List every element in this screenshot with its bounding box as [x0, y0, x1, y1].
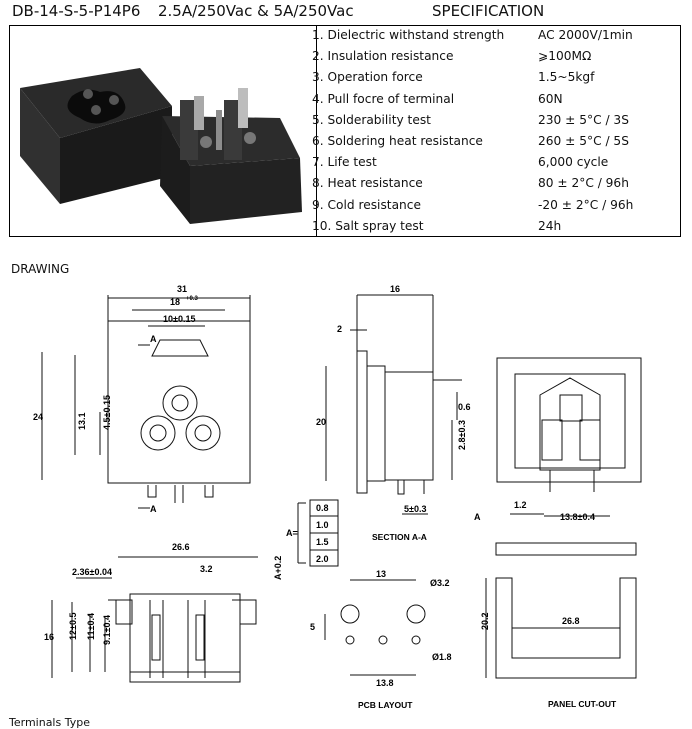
dim-10: 10±0.15: [163, 314, 195, 324]
spec-value: 1.5~5kgf: [538, 70, 595, 85]
spec-name: 1. Dielectric withstand strength: [312, 28, 505, 42]
a-table-box: [297, 499, 339, 567]
spec-name: 3. Operation force: [312, 70, 423, 85]
cut-20-2: 20.2: [480, 612, 490, 630]
spec-name: 7. Life test: [312, 155, 377, 170]
pcb-5: 5: [310, 622, 315, 632]
dim-12: 12±0.5: [68, 613, 78, 640]
dim-20: 20: [316, 417, 326, 427]
product-photo: [20, 68, 302, 224]
spec-value: ⩾100MΩ: [538, 49, 592, 64]
dim-18-tol: +0.3: [186, 296, 199, 302]
dim-31: 31: [177, 284, 187, 294]
pcb-13-8: 13.8: [376, 678, 394, 688]
dim-24: 24: [33, 412, 43, 422]
spec-value: -20 ± 2°C / 96h: [538, 197, 634, 212]
spec-value: 24h: [538, 218, 562, 233]
dim-45: 4.5±0.15: [102, 395, 112, 430]
dim-16: 16: [390, 284, 400, 294]
view-titles: SECTION A-A PCB LAYOUT PANEL CUT-OUT: [358, 532, 617, 710]
a-value-2: 1.5: [316, 537, 329, 547]
title-panel: PANEL CUT-OUT: [548, 699, 617, 709]
spec-title: SPECIFICATION: [432, 2, 545, 20]
back-view: [496, 357, 642, 517]
letter-a-top: A: [150, 334, 157, 344]
a-value-0: 0.8: [316, 503, 329, 513]
rating-text: 2.5A/250Vac & 5A/250Vac: [158, 2, 354, 20]
dim-2-8: 2.8±0.3: [457, 420, 467, 450]
dim-3-2: 3.2: [200, 564, 213, 574]
pcb-3-2: Ø3.2: [430, 578, 450, 588]
dim-0-6: 0.6: [458, 402, 471, 412]
pcb-13: 13: [376, 569, 386, 579]
a-table: A= 0.8 1.0 1.5 2.0: [286, 503, 329, 564]
front-view: [41, 295, 251, 509]
spec-name: 4. Pull focre of terminal: [312, 91, 455, 106]
dimension-labels: 31 18 +0.3 10±0.15 A A 24 13.1 4.5±0.15 …: [33, 284, 595, 688]
drawing-label: DRAWING: [11, 262, 70, 276]
dim-a-tol: A+0.2: [273, 556, 283, 580]
dim-26-6: 26.6: [172, 542, 190, 552]
spec-divider: [316, 26, 317, 236]
spec-name: 9. Cold resistance: [312, 197, 421, 212]
dim-18: 18: [170, 297, 180, 307]
spec-value: 260 ± 5°C / 5S: [538, 134, 629, 148]
spec-value: 80 ± 2°C / 96h: [538, 176, 629, 191]
spec-value: 60N: [538, 91, 563, 106]
side-view: [325, 294, 462, 515]
spec-value: 6,000 cycle: [538, 155, 609, 170]
spec-name: 8. Heat resistance: [312, 176, 423, 191]
dim-2: 2: [337, 324, 342, 334]
dim-16-b: 16: [44, 632, 54, 642]
spec-name: 5. Solderability test: [312, 112, 431, 127]
dim-1-2: 1.2: [514, 500, 527, 510]
pcb-layout-view: [324, 579, 426, 676]
dim-2-36: 2.36±0.04: [72, 567, 112, 577]
technical-drawing: 31 18 +0.3 10±0.15 A A 24 13.1 4.5±0.15 …: [33, 284, 642, 710]
section-view: [51, 556, 258, 683]
cut-26-8: 26.8: [562, 616, 580, 626]
spec-value: AC 2000V/1min: [538, 28, 633, 42]
letter-a-bottom: A: [150, 504, 157, 514]
footer-text: Terminals Type: [9, 716, 90, 729]
spec-name: 10. Salt spray test: [312, 218, 424, 233]
dim-13-8: 13.8±0.4: [560, 512, 595, 522]
a-value-3: 2.0: [316, 554, 329, 564]
a-table-label: A=: [286, 528, 298, 538]
spec-box: [9, 25, 681, 237]
spec-name: 6. Soldering heat resistance: [312, 134, 483, 148]
dim-9-1: 9.1±0.4: [102, 615, 112, 645]
title-section: SECTION A-A: [372, 532, 427, 542]
pcb-1-8: Ø1.8: [432, 652, 452, 662]
dim-11: 11±0.4: [86, 613, 96, 640]
spec-name: 2. Insulation resistance: [312, 49, 454, 64]
dim-5: 5±0.3: [404, 504, 426, 514]
spec-value: 230 ± 5°C / 3S: [538, 112, 629, 127]
panel-cutout-view: [485, 542, 637, 679]
a-value-1: 1.0: [316, 520, 329, 530]
letter-a-right: A: [474, 512, 481, 522]
dim-13: 13.1: [77, 412, 87, 430]
model-number: DB-14-S-5-P14P6: [12, 2, 141, 20]
title-pcb: PCB LAYOUT: [358, 700, 413, 710]
